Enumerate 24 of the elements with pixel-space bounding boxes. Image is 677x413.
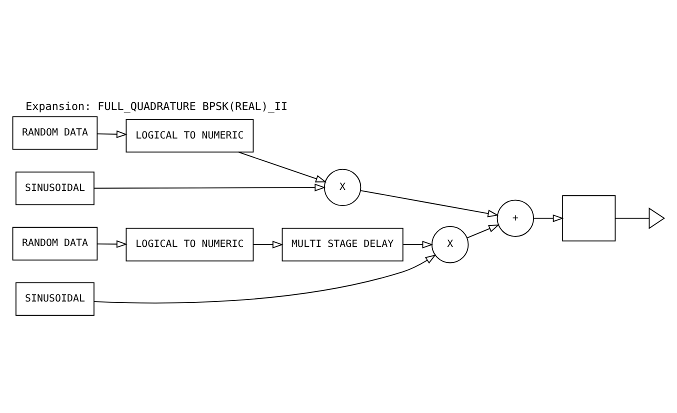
node-box: RANDOM DATA (12, 116, 98, 150)
arrow (360, 190, 499, 218)
node-box: LOGICAL TO NUMERIC (126, 118, 254, 153)
arrow (466, 224, 500, 238)
arrow (94, 184, 326, 192)
node-box (562, 195, 616, 242)
arrow (252, 240, 284, 248)
node-box: LOGICAL TO NUMERIC (126, 228, 254, 262)
node-box: SINUSOIDAL (16, 172, 94, 206)
arrow (96, 240, 128, 248)
arrow (94, 254, 436, 304)
arrow (96, 130, 128, 138)
node-triangle (648, 207, 666, 230)
arrow (533, 214, 564, 222)
arrow (238, 152, 327, 182)
diagram-title: Expansion: FULL_QUADRATURE BPSK(REAL)_II (26, 100, 288, 113)
node-circle: + (496, 200, 534, 237)
node-circle: X (432, 226, 469, 264)
node-box: MULTI STAGE DELAY (282, 228, 404, 262)
arrow (402, 240, 434, 248)
node-circle: X (324, 168, 362, 206)
node-box: RANDOM DATA (12, 226, 98, 260)
connector (614, 218, 650, 219)
node-box: SINUSOIDAL (16, 282, 94, 316)
